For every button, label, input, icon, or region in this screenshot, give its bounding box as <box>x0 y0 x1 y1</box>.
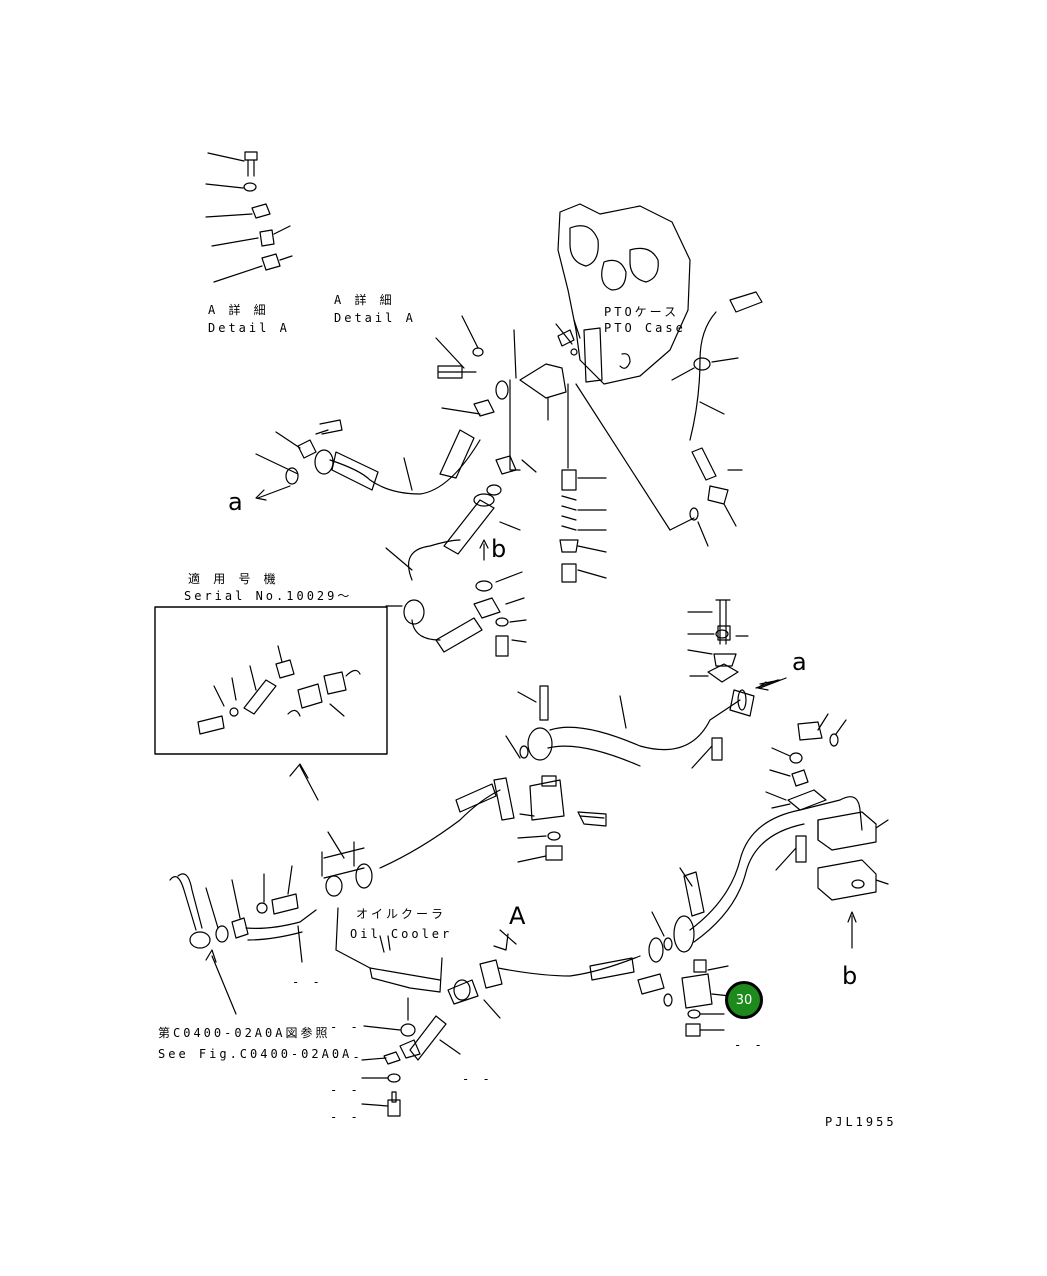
oil-cooler-label-jp: オイルクーラ <box>356 907 447 921</box>
part-number-placeholder: - - <box>292 975 323 989</box>
part-number-placeholder: - - <box>330 1083 361 1097</box>
view-marker-b-lower: b <box>842 962 858 990</box>
serial-label-jp: 適 用 号 機 <box>188 572 279 586</box>
detail-a-group <box>205 151 293 283</box>
view-a-arrow-right <box>757 677 787 691</box>
middle-hose-assembly <box>385 455 537 657</box>
pto-case-label-en: PTO Case <box>604 321 686 335</box>
view-a-arrow-left <box>255 485 291 501</box>
part-number-placeholder: - - <box>330 1110 361 1124</box>
right-upper-assembly <box>671 291 763 547</box>
view-marker-a-left: a <box>228 488 243 516</box>
view-marker-A-arrow: A <box>509 902 526 930</box>
upper-hose-assembly <box>255 315 695 583</box>
detail-a-label-jp-1: A 詳 細 <box>208 303 269 317</box>
lower-main-hose <box>169 777 515 1015</box>
drawing-number: PJL1955 <box>825 1115 897 1129</box>
view-marker-a-right: a <box>792 648 807 676</box>
oil-cooler <box>335 867 731 1117</box>
right-middle-pipe <box>505 599 781 863</box>
detail-a-label-jp-2: A 詳 細 <box>334 293 395 307</box>
serial-inset-box <box>154 606 388 755</box>
part-callout-30[interactable]: 30 <box>725 981 763 1019</box>
see-fig-label-jp: 第C0400-02A0A図参照 <box>158 1026 331 1040</box>
right-lower-pipe <box>689 713 889 949</box>
see-fig-label-en: See Fig.C0400-02A0A <box>158 1047 353 1061</box>
oil-cooler-label-en: Oil Cooler <box>350 927 453 941</box>
pto-case <box>557 203 691 385</box>
part-number-placeholder: - - <box>332 1050 363 1064</box>
part-number-placeholder: - - <box>330 1020 361 1034</box>
serial-label-en: Serial No.10029～ <box>184 589 353 603</box>
part-number-placeholder: - - <box>462 1072 493 1086</box>
part-number-placeholder: - - <box>734 1038 765 1052</box>
detail-a-label-en-2: Detail A <box>334 311 416 325</box>
view-marker-b-upper: b <box>491 535 507 563</box>
serial-inset-parts <box>197 645 361 801</box>
detail-a-label-en-1: Detail A <box>208 321 290 335</box>
pto-case-label-jp: PTOケース <box>604 305 680 319</box>
